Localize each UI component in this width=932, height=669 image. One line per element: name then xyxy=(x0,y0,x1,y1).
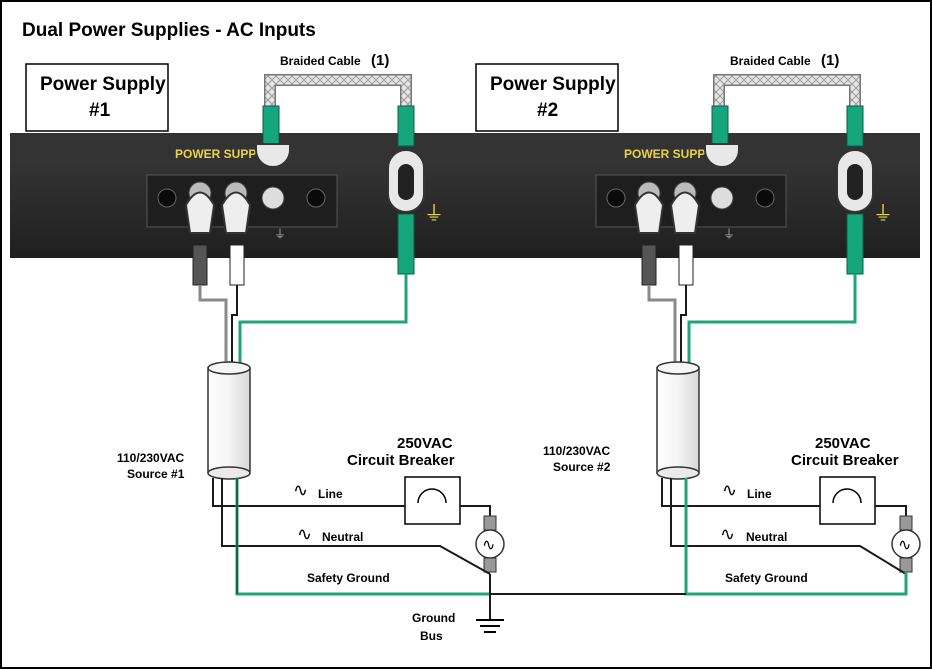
circuit-breaker-2 xyxy=(819,476,876,525)
source-1-label: Source #1 xyxy=(127,467,185,481)
svg-text:∿: ∿ xyxy=(898,535,911,554)
source-2-label: Source #2 xyxy=(553,460,611,474)
line-wire-1 xyxy=(212,478,405,507)
line-label-1: Line xyxy=(318,487,343,501)
chassis-ground-symbol-1: ⏚ xyxy=(424,203,444,225)
line-lug-1 xyxy=(184,191,216,234)
ground-lug-2 xyxy=(711,105,729,147)
chassis-ground-lug-2 xyxy=(846,105,864,147)
neutral-lug-1 xyxy=(220,191,252,234)
ac-symbol-neutral-2: ∿ xyxy=(720,524,735,545)
ac-symbol-neutral-1: ∿ xyxy=(297,524,312,545)
ac-symbol-line-1: ∿ xyxy=(293,480,308,501)
braided-cable-1-label: Braided Cable xyxy=(280,54,361,68)
neutral-label-2: Neutral xyxy=(746,530,787,544)
breaker-2-label: Circuit Breaker xyxy=(791,452,899,469)
ground-bus-label-2: Bus xyxy=(420,629,443,643)
power-supply-2-label-box xyxy=(475,63,619,132)
power-supply-2-label: Power Supply xyxy=(490,74,616,95)
line-wire-2 xyxy=(661,478,820,507)
line-label-2: Line xyxy=(747,487,772,501)
power-supply-2-group: POWER SUPPLY Power Supply #2 Braided Cab… xyxy=(460,52,921,596)
power-supply-1-label-box xyxy=(25,63,169,132)
breaker-1-label: Circuit Breaker xyxy=(347,452,455,469)
line-lug-2 xyxy=(633,191,665,234)
ground-bus-label-1: Ground xyxy=(412,611,455,625)
power-supply-1-number: #1 xyxy=(89,100,111,121)
power-supply-1-panel-text: POWER SUPPLY xyxy=(175,147,271,161)
cable-jacket-1 xyxy=(207,367,251,474)
svg-text:⏚: ⏚ xyxy=(723,227,735,241)
power-supply-1-label: Power Supply xyxy=(40,74,166,95)
ground-wire-1 xyxy=(238,274,408,368)
svg-text:∿: ∿ xyxy=(482,535,495,554)
diagram-title: Dual Power Supplies - AC Inputs xyxy=(22,20,316,41)
circuit-breaker-1 xyxy=(404,476,461,525)
svg-text:⏚: ⏚ xyxy=(274,227,286,241)
power-supply-2-number: #2 xyxy=(537,100,558,121)
safety-ground-wire-2 xyxy=(684,478,908,596)
safety-ground-label-2: Safety Ground xyxy=(725,571,808,585)
neutral-wire-1 xyxy=(221,478,491,575)
neutral-wire-2 xyxy=(670,478,907,575)
ac-symbol-line-2: ∿ xyxy=(722,480,737,501)
breaker-2-rating: 250VAC xyxy=(815,435,871,452)
cable-jacket-2 xyxy=(656,367,700,474)
braided-cable-1-number: (1) xyxy=(371,52,389,69)
chassis-ground-lug-1 xyxy=(397,105,415,147)
chassis-ground-symbol-2: ⏚ xyxy=(873,203,893,225)
power-supply-2-panel-text: POWER SUPPLY xyxy=(624,147,720,161)
neutral-label-1: Neutral xyxy=(322,530,363,544)
braided-cable-2-label: Braided Cable xyxy=(730,54,811,68)
source-2-voltage: 110/230VAC xyxy=(543,444,610,458)
ground-bus-link xyxy=(489,574,686,595)
braided-cable-2-number: (1) xyxy=(821,52,839,69)
power-supply-1-group: POWER SUPPLY Power Supply #1 Braided Cab… xyxy=(10,52,505,596)
neutral-lug-2 xyxy=(669,191,701,234)
source-1-voltage: 110/230VAC xyxy=(117,451,184,465)
ground-lug-1 xyxy=(262,105,280,147)
ground-wire-2 xyxy=(687,274,857,368)
breaker-1-rating: 250VAC xyxy=(397,435,453,452)
ground-bus-symbol xyxy=(476,619,504,633)
safety-ground-label-1: Safety Ground xyxy=(307,571,390,585)
